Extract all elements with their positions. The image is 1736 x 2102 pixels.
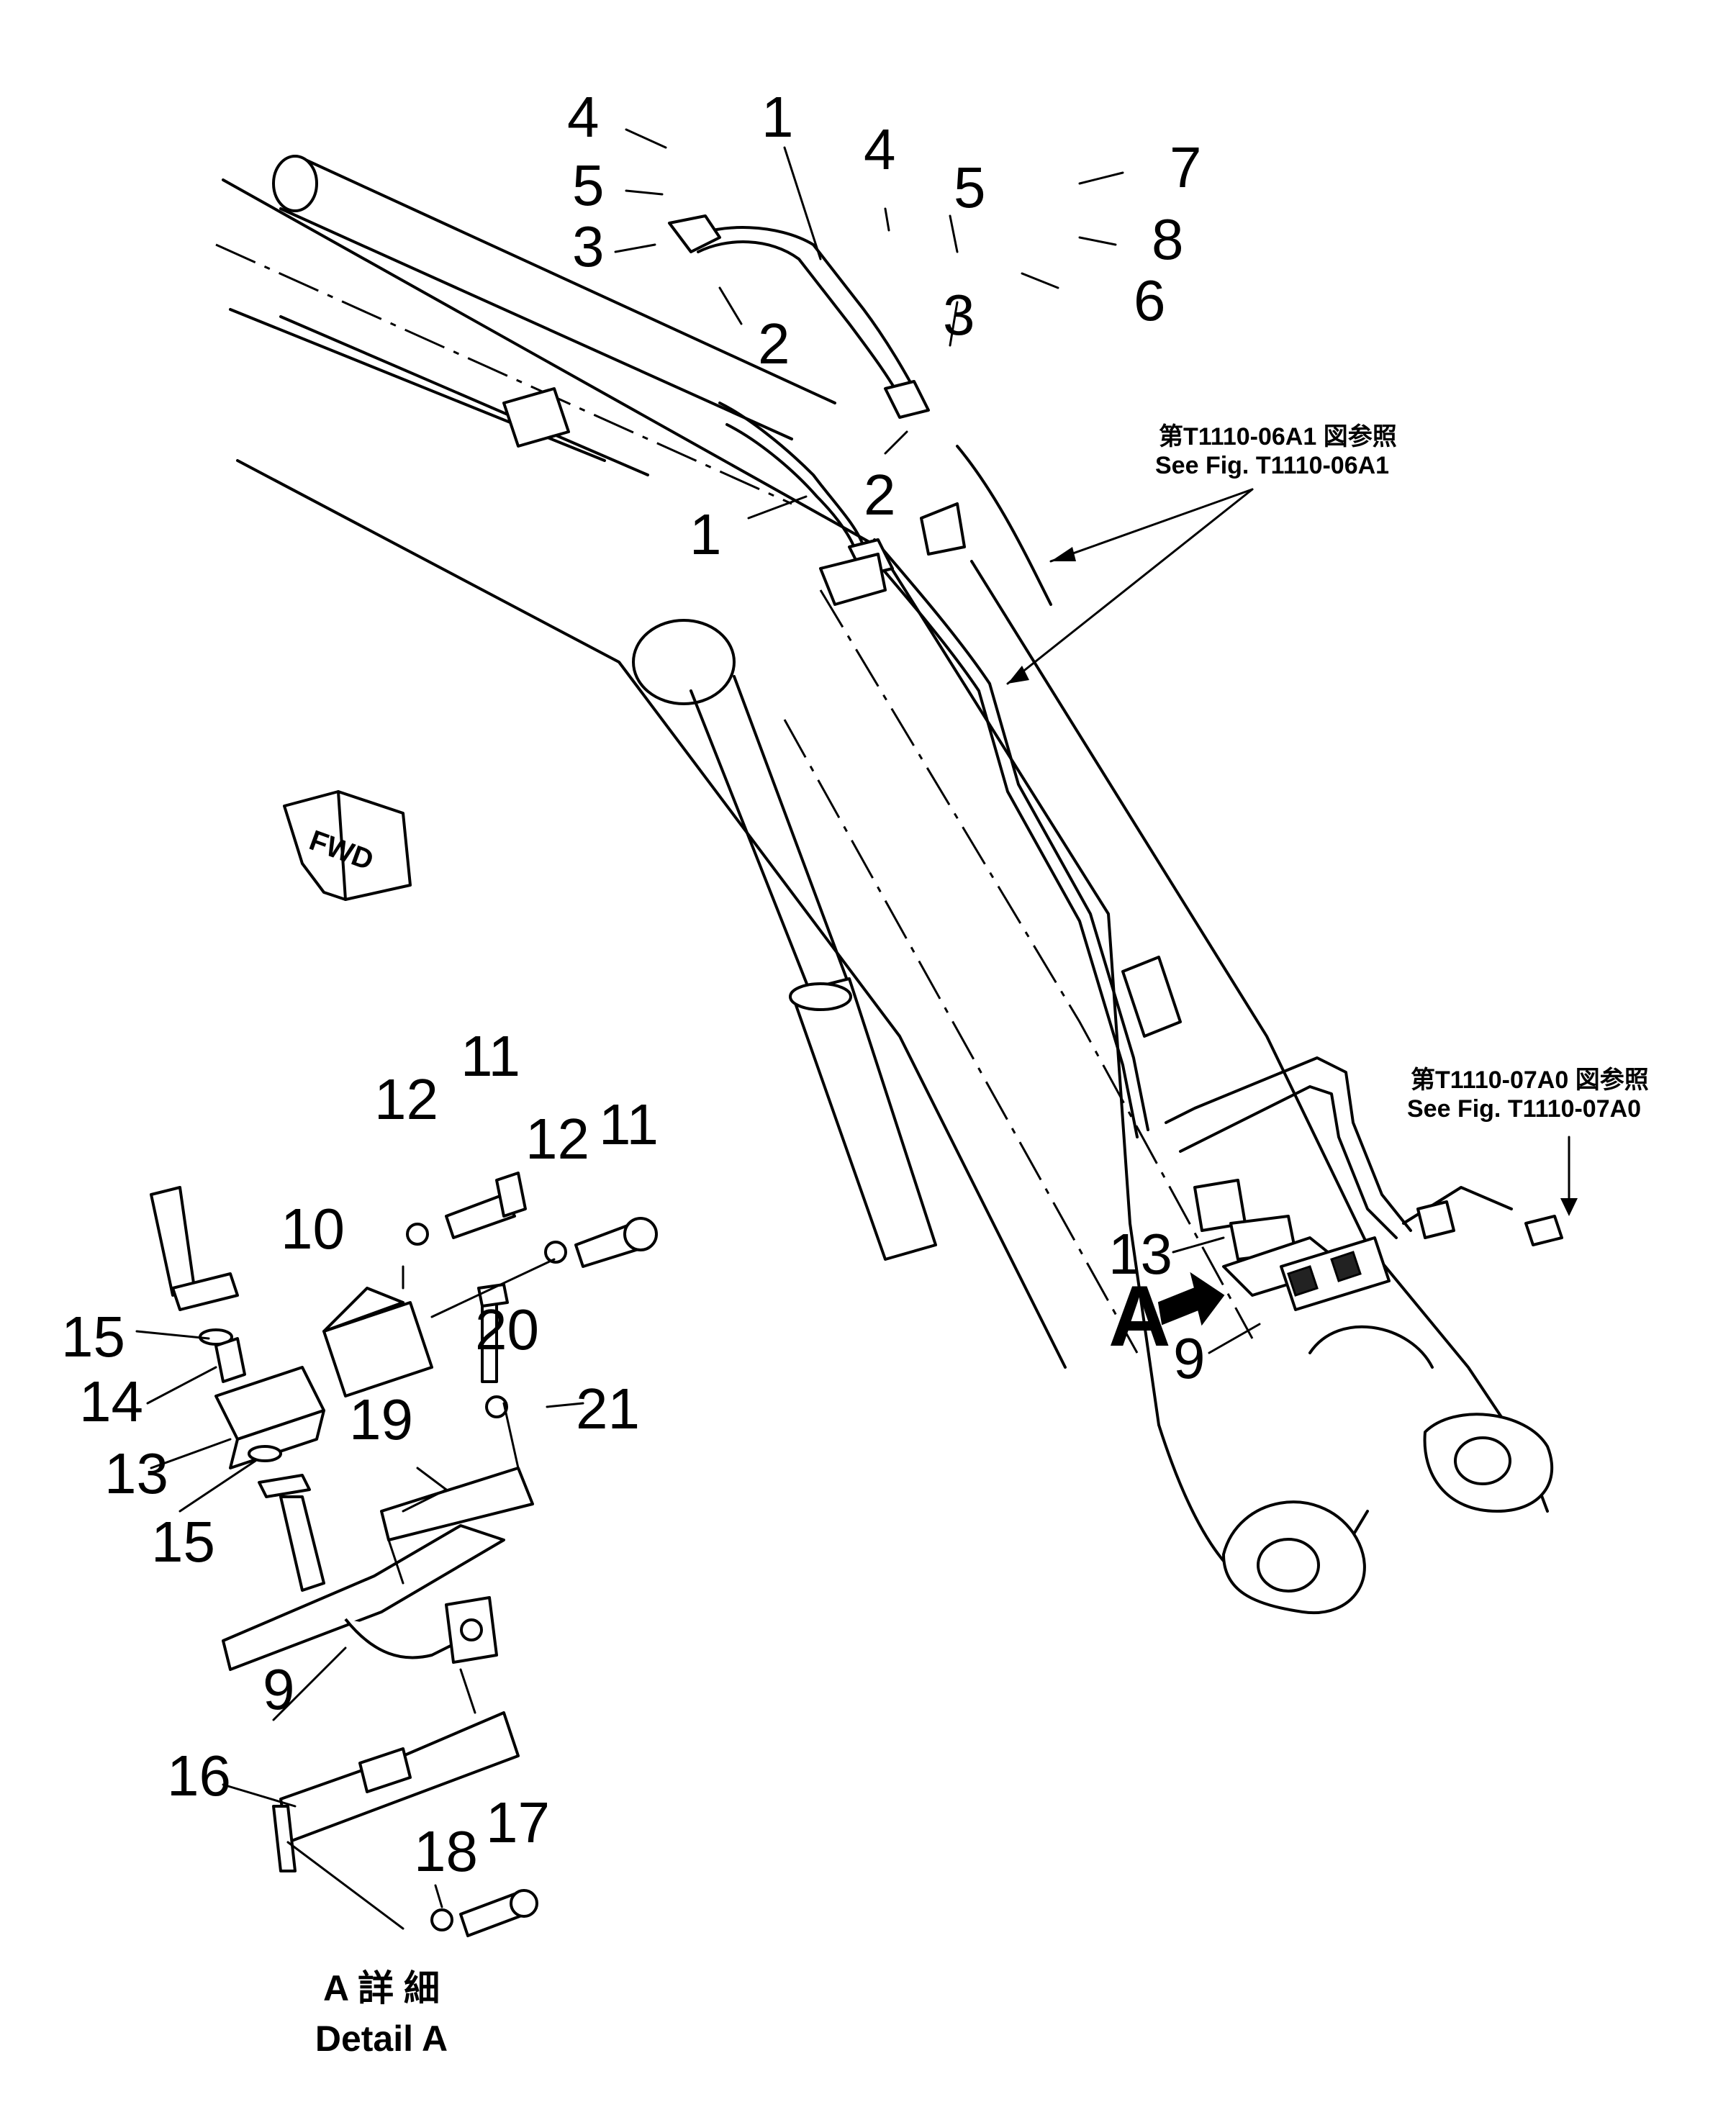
washer-18 (430, 1908, 453, 1931)
reference-1-en: See Fig. T1110-06A1 (1155, 452, 1389, 479)
callout-12b: 12 (525, 1107, 589, 1171)
callout-18: 18 (414, 1819, 478, 1883)
detail-caption-jp: A 詳 細 (323, 1968, 440, 2008)
callout-14: 14 (79, 1369, 143, 1433)
reference-leaders (1006, 488, 1578, 1216)
callout-17: 17 (486, 1790, 550, 1854)
boom-foot-pin-right (1454, 1436, 1511, 1485)
callout-16: 16 (167, 1744, 231, 1808)
callout-15b: 15 (151, 1510, 215, 1574)
callout-11b: 11 (599, 1092, 659, 1156)
washer-12a (406, 1223, 429, 1246)
callout-8: 8 (1152, 207, 1184, 271)
callout-2b: 2 (864, 463, 896, 527)
callout-3a: 3 (572, 214, 605, 278)
boom-cylinder (632, 619, 1139, 1354)
callout-13b: 13 (104, 1441, 168, 1505)
callout-4a: 4 (567, 85, 600, 149)
detail-caption: A 詳 細 Detail A (315, 1968, 448, 2059)
reference-notes: 第T1110-06A1 図参照 See Fig. T1110-06A1 第T11… (1155, 423, 1649, 1123)
o-ring-15b (248, 1445, 282, 1462)
reference-2-en: See Fig. T1110-07A0 (1407, 1095, 1641, 1123)
callout-19: 19 (349, 1387, 413, 1451)
callout-6: 6 (1134, 268, 1166, 332)
callout-20: 20 (475, 1297, 539, 1362)
callout-4b: 4 (864, 117, 896, 181)
callout-3b: 3 (943, 283, 975, 347)
callout-1a: 1 (761, 85, 794, 149)
callout-9b: 9 (263, 1657, 295, 1721)
callout-11a: 11 (461, 1024, 520, 1088)
callout-5b: 5 (954, 155, 986, 219)
callout-21: 21 (576, 1377, 640, 1441)
callout-7: 7 (1170, 135, 1202, 199)
callout-leaders (135, 128, 1261, 1908)
callout-13a: 13 (1108, 1222, 1172, 1286)
view-a-arrow (1157, 1272, 1225, 1326)
callout-15a: 15 (61, 1305, 125, 1369)
boom-outline (222, 178, 1554, 1615)
boom-foot-pin-left (1257, 1538, 1320, 1593)
callout-1b: 1 (690, 502, 722, 566)
callout-numbers: 4 5 3 1 2 4 5 3 2 1 7 8 6 13 A 9 11 12 1… (61, 85, 1206, 1883)
detail-a (150, 1172, 658, 1937)
callout-2a: 2 (758, 312, 790, 376)
callout-5a: 5 (572, 153, 605, 217)
reference-2-jp: 第T1110-07A0 図参照 (1411, 1066, 1649, 1094)
upper-hoses (502, 214, 1563, 1246)
callout-12a: 12 (374, 1067, 438, 1131)
washer-12b (544, 1241, 567, 1264)
view-marker-a: A (1108, 1268, 1171, 1364)
washer-21 (485, 1395, 508, 1418)
clamp-assembly-a (1222, 1215, 1391, 1311)
reference-1-jp: 第T1110-06A1 図参照 (1159, 423, 1397, 450)
forward-arrow-icon: FWD (283, 790, 412, 901)
callout-10: 10 (281, 1197, 345, 1261)
callout-9a: 9 (1173, 1326, 1206, 1390)
detail-caption-en: Detail A (315, 2019, 448, 2059)
arm-cylinder (215, 155, 836, 505)
